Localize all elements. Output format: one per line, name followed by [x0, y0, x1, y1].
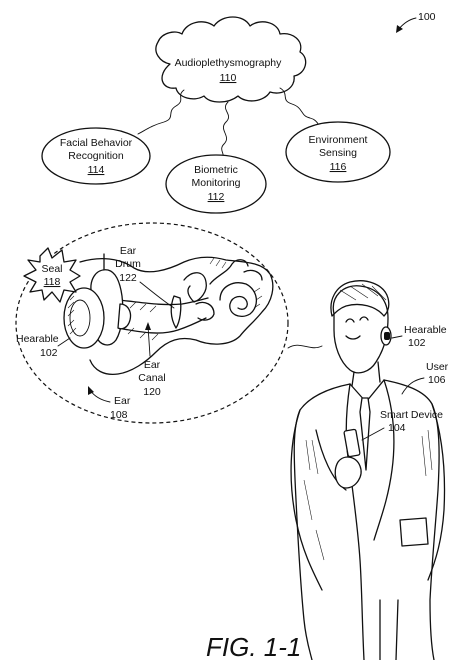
- smart-device-label: Smart Device: [380, 409, 443, 421]
- ear-outline: [79, 256, 274, 376]
- user-jacket-left-lapel: [345, 383, 365, 660]
- user-jacket-right-side: [383, 379, 440, 660]
- audioplethysmography-label: Audioplethysmography: [175, 57, 283, 69]
- ear-detail-dashed-outline: [15, 222, 289, 424]
- ear-canal-lower-wall: [117, 317, 207, 334]
- jacket-fold-lines: [303, 429, 433, 561]
- hearable-earbud: [63, 269, 132, 349]
- hearable-person-leader: [391, 335, 403, 339]
- canal-hatching: [127, 301, 159, 341]
- earbud-face: [69, 299, 91, 337]
- ossicle-stapes: [195, 301, 215, 321]
- user-mouth: [345, 335, 361, 340]
- user-hair-lines: [339, 283, 387, 301]
- figure-reference-arrowhead: [396, 25, 403, 33]
- semicircular-canal-2: [243, 269, 263, 281]
- environment-node: Environment Sensing 116: [285, 121, 391, 183]
- hearable-person-ref: 102: [408, 337, 426, 349]
- hearable-detail-label: Hearable: [16, 333, 59, 345]
- smart-device-phone: [343, 428, 361, 458]
- semicircular-canal: [209, 259, 249, 285]
- ear-arrowhead: [88, 386, 94, 395]
- user-jacket-left-side: [293, 383, 351, 660]
- smart-device-ref: 104: [388, 422, 406, 434]
- ear-callout: Ear 108: [88, 386, 131, 421]
- person-callouts: Hearable 102 User 106 Smart Device 104: [361, 324, 449, 441]
- ear-anatomy: [79, 253, 274, 376]
- hearable-detail-callout: Hearable 102: [16, 333, 71, 359]
- connector-to-environment: [279, 87, 323, 129]
- audioplethysmography-ref: 110: [220, 72, 237, 84]
- ear-drum-leader: [139, 281, 175, 309]
- detail-to-person-connector: [287, 344, 323, 349]
- biometric-node: Biometric Monitoring 112: [165, 154, 267, 214]
- environment-ellipse: [285, 121, 391, 183]
- user-trouser-lines: [379, 599, 399, 660]
- environment-ref: 116: [330, 161, 347, 173]
- ear-label: Ear: [114, 395, 131, 407]
- user-hair: [330, 280, 390, 317]
- user-neck: [351, 361, 381, 387]
- facial-behavior-label-2: Recognition: [68, 150, 124, 162]
- hearable-detail-leader: [57, 337, 71, 347]
- hearable-detail-ref: 102: [40, 347, 58, 359]
- ear-drum-ref: 122: [119, 272, 137, 284]
- ear-canal-arrow-shaft: [147, 325, 151, 357]
- connectors: [137, 87, 323, 159]
- connector-to-biometric: [221, 101, 230, 159]
- facial-behavior-ref: 114: [88, 164, 105, 176]
- user-eyes: [345, 316, 369, 323]
- user-figure: [290, 280, 446, 660]
- biometric-ellipse: [165, 154, 267, 214]
- user-pocket: [399, 517, 429, 547]
- figure-caption: FIG. 1-1: [206, 632, 301, 660]
- figure-reference: 100: [396, 11, 436, 33]
- ear-drum-label-2: Drum: [115, 258, 141, 270]
- ear-canal-ref: 120: [143, 386, 161, 398]
- ear-detail: Seal 118 Ear Drum 122 Hearable 102 Ear C…: [15, 222, 323, 424]
- biometric-label-1: Biometric: [194, 164, 238, 176]
- user-label: User: [426, 361, 449, 373]
- seal-starburst: [23, 247, 81, 303]
- facial-behavior-label-1: Facial Behavior: [60, 137, 133, 149]
- smart-device-leader: [361, 427, 385, 441]
- ear-drum-label-1: Ear: [120, 245, 137, 257]
- user-right-arm: [427, 403, 446, 581]
- hearable-person-label: Hearable: [404, 324, 447, 336]
- audioplethysmography-cloud: Audioplethysmography 110: [155, 16, 307, 103]
- facial-behavior-ellipse: [41, 127, 151, 185]
- environment-label-1: Environment: [309, 134, 368, 146]
- user-ref: 106: [428, 374, 446, 386]
- ear-ref: 108: [110, 409, 128, 421]
- ear-canal-callout: Ear Canal 120: [138, 322, 166, 398]
- cloud-shape: [155, 16, 307, 103]
- seal-ref: 118: [44, 276, 61, 288]
- user-jacket-right-lapel: [373, 379, 395, 541]
- environment-label-2: Sensing: [319, 147, 357, 159]
- ear-canal-label-1: Ear: [144, 359, 161, 371]
- user-left-arm: [290, 409, 323, 591]
- ear-canal-arrowhead: [145, 322, 151, 330]
- biometric-ref: 112: [208, 191, 225, 203]
- earbud-tip: [117, 303, 132, 330]
- seal-burst: Seal 118: [23, 247, 81, 303]
- bone-hatching: [209, 257, 263, 309]
- user-hearable-device: [384, 332, 390, 340]
- ear-drum-shape: [170, 295, 182, 329]
- user-tie: [359, 397, 371, 471]
- connector-to-facial: [137, 89, 185, 135]
- facial-behavior-node: Facial Behavior Recognition 114: [41, 127, 151, 185]
- ossicle-malleus: [183, 272, 207, 303]
- cochlea-spiral: [219, 282, 257, 318]
- earbud-shading: [67, 295, 77, 335]
- ear-canal-label-2: Canal: [138, 372, 165, 384]
- figure-reference-number: 100: [418, 11, 436, 23]
- user-head: [332, 285, 389, 374]
- user-leader: [401, 377, 425, 395]
- seal-label: Seal: [41, 263, 62, 275]
- biometric-label-2: Monitoring: [191, 177, 240, 189]
- ear-drum-callout: Ear Drum 122: [115, 245, 175, 309]
- user-hands: [334, 456, 362, 489]
